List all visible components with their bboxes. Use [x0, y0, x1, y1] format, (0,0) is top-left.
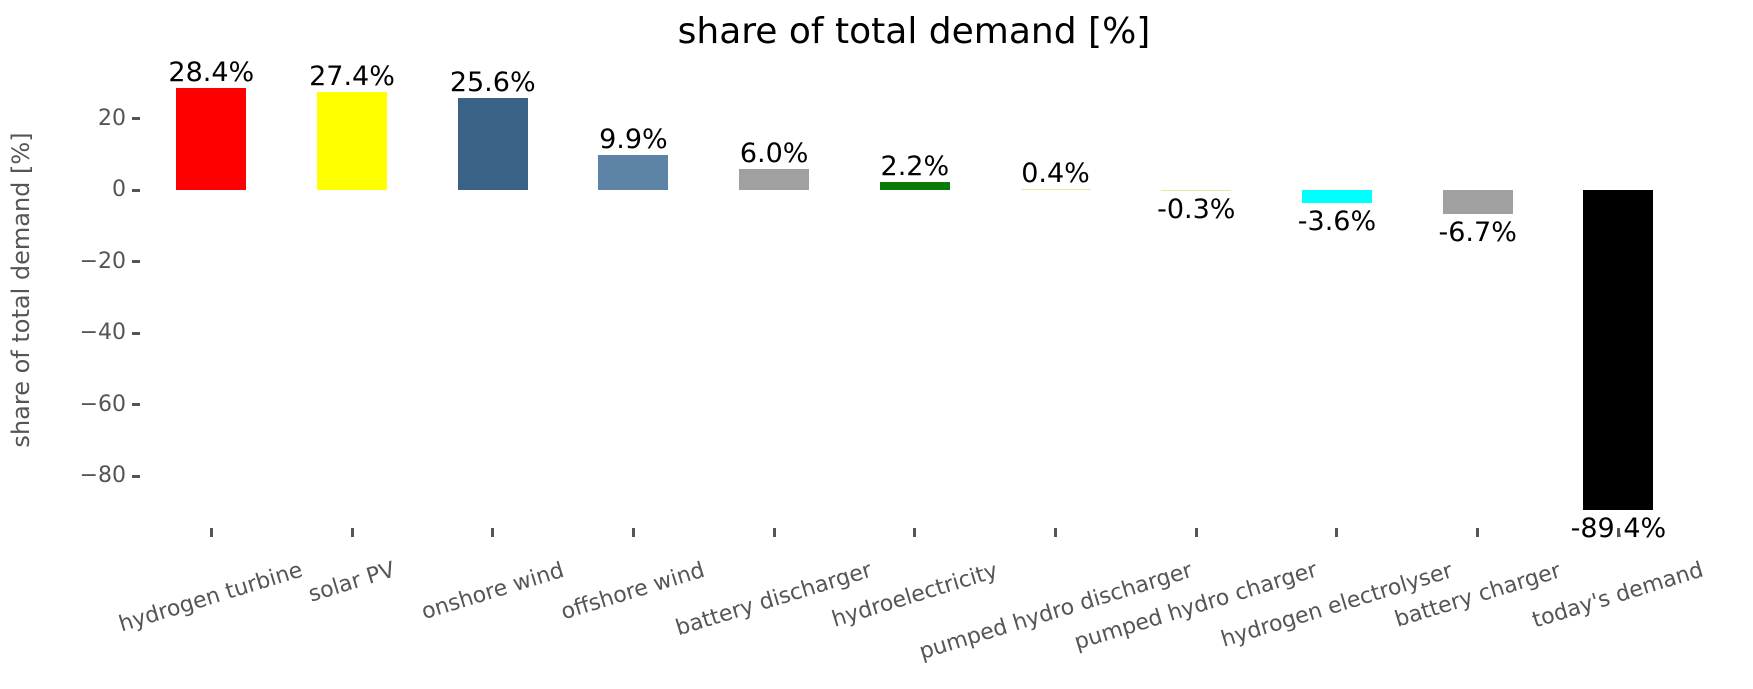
chart-title: share of total demand [%]	[677, 11, 1151, 52]
bar-value-label: 28.4%	[168, 57, 255, 89]
y-tick-label: −80	[79, 463, 126, 488]
bar	[598, 154, 669, 190]
x-tick	[913, 528, 917, 537]
x-tick	[1054, 528, 1058, 537]
x-tick	[631, 528, 635, 537]
bar-value-label: 27.4%	[309, 61, 395, 93]
bar	[1583, 190, 1654, 510]
y-tick	[132, 188, 140, 192]
bar-value-label: 6.0%	[739, 137, 809, 169]
y-tick	[132, 474, 140, 478]
x-tick-label: onshore wind	[418, 557, 567, 625]
bar	[739, 168, 810, 190]
y-tick	[132, 403, 140, 406]
y-tick-label: 20	[98, 105, 126, 131]
bar-value-label: 0.4%	[1021, 157, 1090, 189]
x-tick	[209, 528, 213, 537]
bar-value-label: -3.6%	[1297, 205, 1377, 237]
bar	[1020, 188, 1091, 190]
x-tick-label: hydrogen turbine	[116, 558, 306, 638]
x-tick	[350, 528, 354, 537]
x-tick-label: solar PV	[305, 558, 399, 608]
bar	[1161, 190, 1232, 192]
bar	[1442, 190, 1513, 214]
x-tick	[1476, 528, 1480, 537]
bar	[457, 98, 528, 190]
x-tick	[1616, 528, 1620, 537]
x-tick	[491, 528, 495, 537]
bar	[176, 88, 247, 190]
y-tick-label: −40	[79, 320, 126, 345]
x-tick	[772, 528, 776, 537]
x-tick	[1194, 528, 1198, 537]
bar-value-label: 2.2%	[880, 151, 950, 183]
bar-value-label: -6.7%	[1438, 216, 1517, 248]
bar	[1301, 190, 1372, 203]
y-tick	[132, 260, 140, 263]
bar	[879, 182, 950, 190]
y-tick-label: −20	[79, 248, 126, 274]
y-tick-label: −60	[79, 391, 126, 417]
y-tick	[132, 117, 140, 120]
bar-value-label: -0.3%	[1157, 194, 1236, 226]
y-tick	[132, 331, 140, 335]
bar	[317, 92, 387, 190]
bar-value-label: 9.9%	[599, 123, 668, 155]
y-tick-label: 0	[112, 177, 126, 202]
bar-value-label: 25.6%	[449, 67, 536, 99]
x-tick	[1335, 528, 1339, 537]
